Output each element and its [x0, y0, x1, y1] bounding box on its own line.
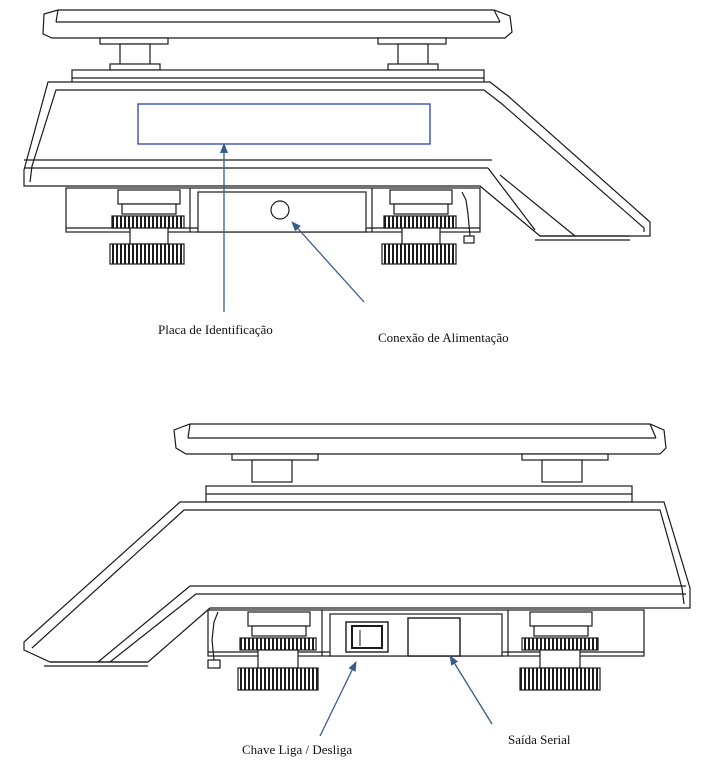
- leveling-foot-left-2: [237, 611, 319, 691]
- scale-view-bottom: [23, 423, 691, 691]
- serial-output-pointer: [449, 655, 493, 725]
- id-plate-label: Placa de Identificação: [158, 322, 273, 337]
- platter-supports-2: [231, 453, 609, 483]
- identification-plate: [137, 103, 431, 145]
- weighing-platter: [42, 9, 513, 39]
- leveling-foot-left: [109, 189, 185, 265]
- weighing-platter-2: [173, 423, 667, 455]
- scale-body-2: [23, 501, 691, 667]
- power-switch-label: Chave Liga / Desliga: [242, 742, 353, 757]
- power-connection-label: Conexão de Alimentação: [378, 330, 509, 345]
- cable: [461, 191, 475, 244]
- power-connection-pointer: [291, 221, 365, 303]
- scale-view-top: [23, 9, 651, 265]
- power-connector: [270, 200, 290, 220]
- power-switch: [345, 621, 389, 653]
- power-switch-pointer: [319, 661, 357, 737]
- leveling-foot-right: [381, 189, 457, 265]
- serial-output-label: Saída Serial: [508, 732, 571, 747]
- scale-body: [23, 81, 651, 241]
- serial-output-port: [407, 617, 461, 657]
- cable-2: [207, 611, 221, 669]
- platter-supports: [99, 37, 447, 71]
- leveling-foot-right-2: [519, 611, 601, 691]
